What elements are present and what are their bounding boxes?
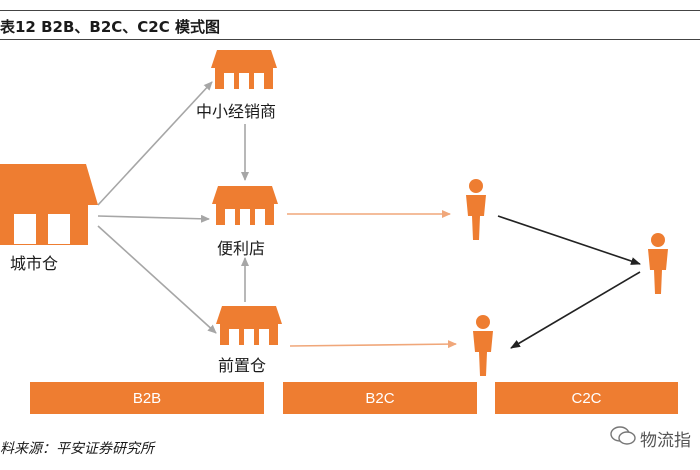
person-icon: [648, 233, 668, 294]
front-warehouse-icon: [216, 306, 282, 345]
arrow-person-to-person: [497, 215, 641, 265]
watermark-text: 物流指: [640, 431, 691, 451]
bar-b2c: B2C: [283, 382, 477, 414]
watermark: 物流指: [610, 426, 691, 451]
arrow-city-to-store: [97, 214, 210, 223]
person-icon: [466, 179, 486, 240]
node-label-city-warehouse: 城市仓: [10, 254, 59, 273]
convenience-store-icon: [212, 186, 278, 225]
figure-title: 表12 B2B、B2C、C2C 模式图: [0, 18, 220, 36]
top-rule: [0, 10, 700, 11]
arrow-front-to-person: [289, 340, 457, 349]
small-dealer-icon: [211, 50, 277, 89]
arrow-city-to-front: [97, 225, 217, 334]
bar-b2b: B2B: [30, 382, 264, 414]
node-label-small-dealer: 中小经销商: [196, 102, 277, 121]
arrow-city-to-dealer: [97, 81, 213, 206]
bar-c2c: C2C: [495, 382, 678, 414]
arrow-person-return: [510, 271, 641, 349]
title-rule: [0, 39, 700, 40]
city-warehouse-icon: [0, 164, 98, 245]
source-note: 料来源：平安证券研究所: [0, 441, 154, 457]
node-label-front-warehouse: 前置仓: [218, 356, 267, 375]
node-label-convenience-store: 便利店: [217, 239, 266, 258]
person-icon: [473, 315, 493, 376]
wechat-icon: [610, 426, 636, 451]
